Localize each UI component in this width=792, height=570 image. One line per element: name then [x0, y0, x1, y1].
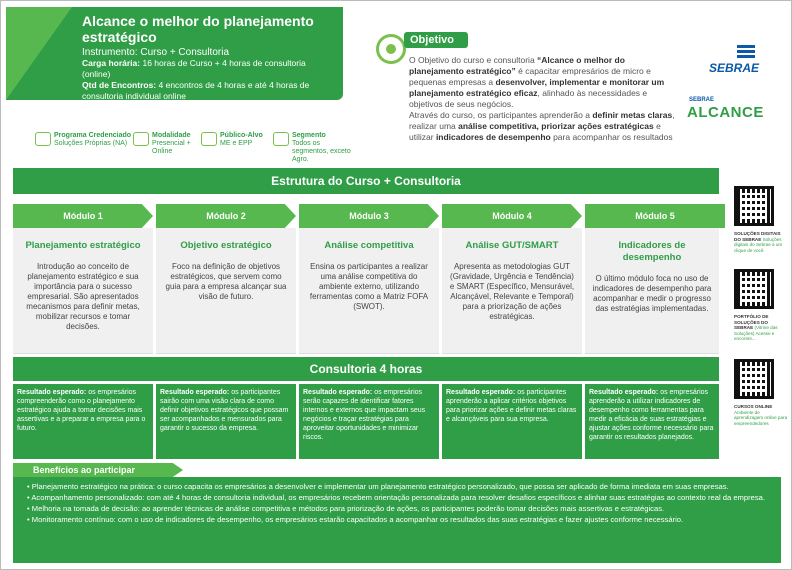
qr-code-icon — [734, 269, 774, 309]
objective-badge: Objetivo — [404, 32, 469, 48]
module-4-header: Módulo 4 — [442, 204, 582, 228]
module-2-desc: Foco na definição de objetivos estratégi… — [165, 262, 287, 301]
benefit-item: Melhoria na tomada de decisão: ao aprend… — [27, 504, 767, 514]
benefit-item: Acompanhamento personalizado: com até 4 … — [27, 493, 767, 503]
module-3-header: Módulo 3 — [299, 204, 439, 228]
module-5-title: Indicadores de desempenho — [618, 240, 686, 263]
module-2-title: Objetivo estratégico — [180, 240, 272, 251]
result-2: Resultado esperado: os participantes sai… — [156, 384, 296, 459]
module-5-body: Indicadores de desempenho O último módul… — [585, 228, 719, 354]
sebrae-logo-icon — [737, 45, 755, 58]
meetings: Qtd de Encontros: 4 encontros de 4 horas… — [82, 80, 310, 101]
qr-label-3: CURSOS ONLINE Ambiente de aprendizagem o… — [734, 404, 788, 426]
instrument: Instrumento: Curso + Consultoria — [82, 47, 230, 58]
building-icon — [273, 132, 289, 146]
alcance-logo-small: SEBRAE — [689, 97, 715, 103]
result-5: Resultado esperado: os empresários apren… — [585, 384, 719, 459]
page-title: Alcance o melhor do planejamento estraté… — [82, 13, 314, 45]
consultoria-title: Consultoria 4 horas — [13, 357, 719, 381]
module-3-title: Análise competitiva — [324, 240, 414, 251]
module-4-title: Análise GUT/SMART — [465, 240, 559, 251]
module-2-header: Módulo 2 — [156, 204, 296, 228]
qr-code-icon — [734, 186, 774, 226]
module-3-desc: Ensina os participantes a realizar uma a… — [309, 262, 429, 311]
module-1-title: Planejamento estratégico — [25, 240, 141, 251]
result-4: Resultado esperado: os participantes apr… — [442, 384, 582, 459]
module-1-desc: Introdução ao conceito de planejamento e… — [26, 262, 140, 331]
header-decoration — [6, 7, 72, 100]
module-3-body: Análise competitiva Ensina os participan… — [299, 228, 439, 354]
benefits-title: Benefícios ao participar — [13, 463, 183, 477]
qr-label-2: PORTFÓLIO DE SOLUÇÕES DO SEBRAE (Vitrine… — [734, 314, 778, 341]
laptop-icon — [133, 132, 149, 146]
benefit-item: Monitoramento contínuo: com o uso de ind… — [27, 515, 767, 525]
header-banner: Alcance o melhor do planejamento estraté… — [6, 7, 343, 101]
module-5-desc: O último módulo foca no uso de indicador… — [592, 274, 712, 313]
alcance-logo: ALCANCE — [687, 104, 764, 121]
qr-code-icon — [734, 359, 774, 399]
benefit-item: Planejamento estratégico na prática: o c… — [27, 482, 767, 492]
module-1-body: Planejamento estratégico Introdução ao c… — [13, 228, 153, 354]
benefits-list: Planejamento estratégico na prática: o c… — [13, 477, 781, 563]
people-icon — [201, 132, 217, 146]
objective-text: O Objetivo do curso e consultoria “Alcan… — [409, 55, 675, 142]
module-4-body: Análise GUT/SMART Apresenta as metodolog… — [442, 228, 582, 354]
certificate-icon — [35, 132, 51, 146]
target-icon — [376, 34, 406, 64]
structure-title: Estrutura do Curso + Consultoria — [13, 168, 719, 194]
module-2-body: Objetivo estratégico Foco na definição d… — [156, 228, 296, 354]
result-3: Resultado esperado: os empresários serão… — [299, 384, 439, 459]
qr-label-1: SOLUÇÕES DIGITAIS DO SEBRAE Soluções dig… — [734, 231, 783, 253]
result-1: Resultado esperado: os empresários compr… — [13, 384, 153, 459]
module-1-header: Módulo 1 — [13, 204, 153, 228]
workload: Carga horária: 16 horas de Curso + 4 hor… — [82, 58, 306, 79]
sebrae-logo-text: SEBRAE — [709, 61, 760, 75]
module-4-desc: Apresenta as metodologias GUT (Gravidade… — [449, 262, 575, 321]
module-5-header: Módulo 5 — [585, 204, 725, 228]
